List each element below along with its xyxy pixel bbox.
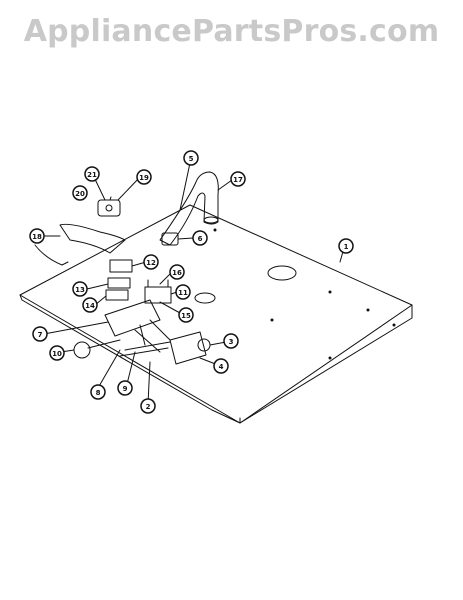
svg-text:19: 19: [139, 174, 149, 182]
svg-text:16: 16: [172, 269, 182, 277]
svg-text:2: 2: [146, 403, 151, 411]
callout-7: 7: [32, 326, 48, 342]
callout-10: 10: [49, 345, 65, 361]
svg-text:17: 17: [233, 176, 243, 184]
callout-2: 2: [140, 398, 156, 414]
svg-text:13: 13: [75, 286, 85, 294]
callout-9: 9: [117, 380, 133, 396]
svg-text:14: 14: [85, 302, 95, 310]
callout-5: 5: [183, 150, 199, 166]
svg-text:8: 8: [96, 389, 101, 397]
plate-front-edge: [211, 409, 241, 424]
svg-text:11: 11: [178, 289, 188, 297]
svg-text:20: 20: [75, 190, 85, 198]
callout-14: 14: [82, 297, 98, 313]
svg-text:12: 12: [146, 259, 156, 267]
svg-text:4: 4: [219, 363, 224, 371]
callout-20: 20: [72, 185, 88, 201]
callout-17: 17: [230, 171, 246, 187]
callout-19: 19: [136, 169, 152, 185]
vent-shield: [59, 223, 126, 254]
relay-box: [104, 299, 161, 337]
plate-hole-small: [194, 292, 216, 304]
callout-11: 11: [175, 284, 191, 300]
callout-3: 3: [223, 333, 239, 349]
callout-8: 8: [90, 384, 106, 400]
svg-text:7: 7: [38, 331, 43, 339]
plate-edge: [19, 294, 413, 424]
svg-text:9: 9: [123, 385, 128, 393]
watermark-text: AppliancePartsPros.com: [23, 14, 440, 49]
svg-text:6: 6: [198, 235, 203, 243]
callouts: 1 2 3 4 5 6 7 8 9 10 11 12 13 14 15 16 1…: [29, 150, 354, 414]
callout-15: 15: [178, 307, 194, 323]
svg-text:21: 21: [87, 171, 97, 179]
duct-elbow: [159, 171, 219, 246]
callout-12: 12: [143, 254, 159, 270]
svg-text:1: 1: [344, 243, 349, 251]
svg-text:15: 15: [181, 312, 191, 320]
svg-text:18: 18: [32, 233, 42, 241]
plate-hole-large: [267, 265, 297, 281]
callout-18: 18: [29, 228, 45, 244]
callout-21: 21: [84, 166, 100, 182]
callout-13: 13: [72, 281, 88, 297]
valve-assembly: [169, 331, 207, 365]
plate-outline: [19, 204, 413, 424]
svg-text:10: 10: [52, 350, 62, 358]
callout-4: 4: [213, 358, 229, 374]
callout-6: 6: [192, 230, 208, 246]
svg-text:5: 5: [189, 155, 194, 163]
svg-text:3: 3: [229, 338, 234, 346]
callout-16: 16: [169, 264, 185, 280]
callout-1: 1: [338, 238, 354, 254]
